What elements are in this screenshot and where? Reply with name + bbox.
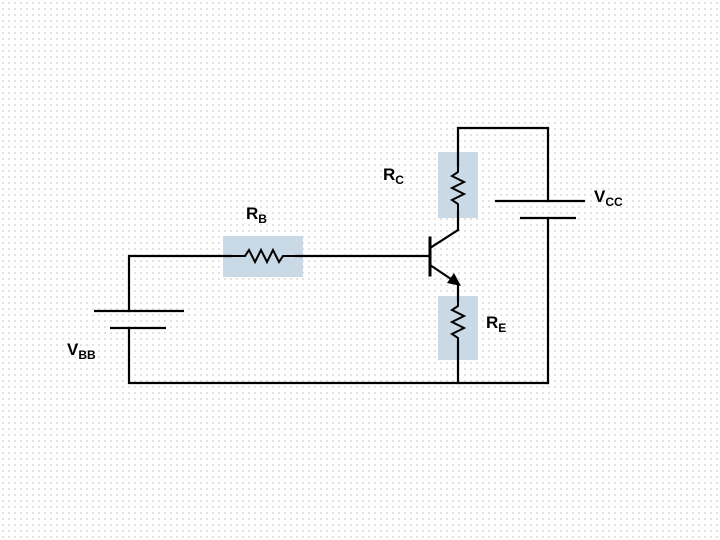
vcc-battery [495,199,585,220]
rc-resistor [449,166,467,212]
re-label: RE [486,313,506,335]
vbb-battery [94,309,184,330]
re-resistor [449,300,467,342]
vcc-label: VCC [594,187,623,209]
wire-vbb-top [127,254,233,313]
rb-label: RB [246,204,267,226]
wires [127,126,550,385]
wire-vcc-top [456,126,550,203]
vbb-label: VBB [67,340,96,362]
rb-resistor [231,247,296,265]
npn-transistor [428,210,461,302]
emitter-arrow [447,273,461,286]
wire-vbb-bottom [127,326,550,385]
rc-label: RC [383,165,404,187]
